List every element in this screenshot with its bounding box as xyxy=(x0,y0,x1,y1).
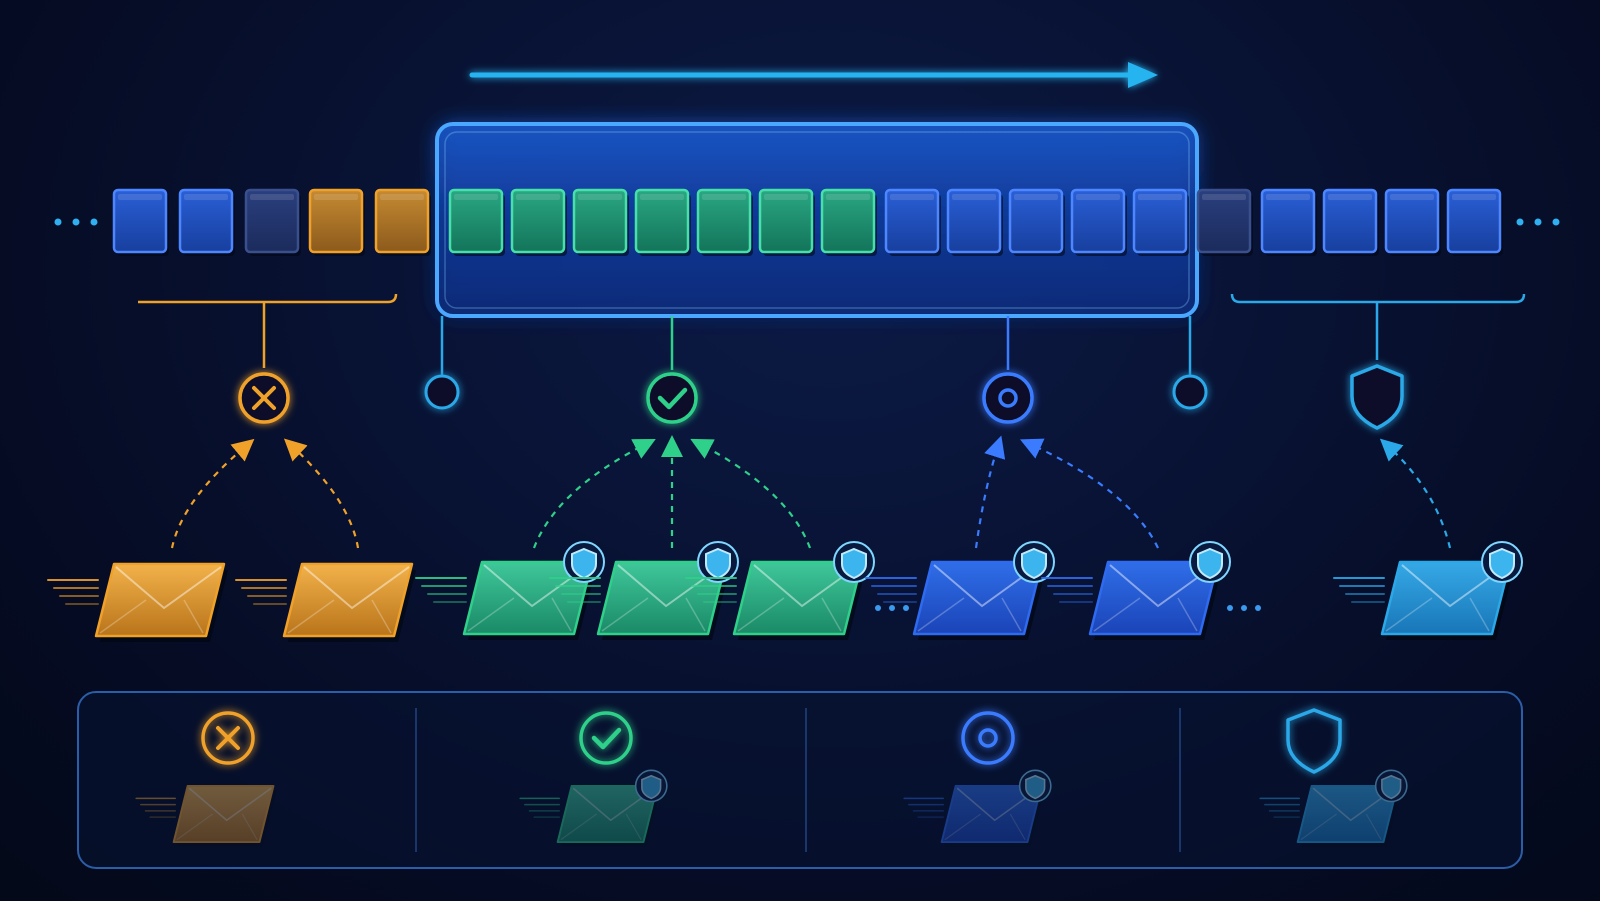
sequence-slot xyxy=(572,188,629,256)
sequence-slot xyxy=(510,188,567,256)
sequence-slot xyxy=(884,188,941,256)
protected-bracket xyxy=(1230,293,1526,360)
sequence-slot xyxy=(178,188,235,256)
shield-badge-icon xyxy=(563,541,605,583)
shielded-envelope-icon xyxy=(1333,541,1523,640)
shield-badge-icon xyxy=(1481,541,1523,583)
marker-protected xyxy=(1350,364,1404,430)
marker-window-edge-left xyxy=(424,374,460,410)
check-icon xyxy=(657,387,688,410)
flow-arrow-rejected-2 xyxy=(283,438,360,549)
sequence-slot xyxy=(244,188,301,256)
flow-arrow-pending-1 xyxy=(974,435,1006,549)
flow-arrow-accepted-3 xyxy=(690,438,812,549)
sequence-slot xyxy=(1446,188,1503,256)
marker-window-edge-right xyxy=(1172,374,1208,410)
flow-arrow-rejected-1 xyxy=(170,438,255,549)
legend-rejected-icon xyxy=(201,711,255,765)
shielded-envelope-icon xyxy=(685,541,875,640)
shield-badge-icon xyxy=(697,541,739,583)
shielded-envelope-icon xyxy=(1041,541,1231,640)
legend-panel xyxy=(77,691,1523,869)
marker-pending xyxy=(982,372,1034,424)
shielded-envelope-icon xyxy=(415,541,605,640)
envelope-icon xyxy=(47,562,228,642)
sequence-slots xyxy=(112,188,1503,256)
rejected-bracket xyxy=(138,293,398,368)
x-icon xyxy=(216,726,240,750)
sequence-slot xyxy=(1008,188,1065,256)
legend-accepted-icon xyxy=(579,711,633,765)
shield-icon xyxy=(1286,708,1342,774)
marker-accepted xyxy=(646,372,698,424)
shield-icon xyxy=(1350,364,1404,430)
sequence-slot xyxy=(1132,188,1189,256)
sequence-ellipsis-right xyxy=(1516,218,1560,226)
sequence-slot xyxy=(374,188,431,256)
window-connectors xyxy=(440,316,1192,376)
message-ellipsis-1 xyxy=(875,605,909,611)
sequence-slot xyxy=(946,188,1003,256)
flow-arrow-pending-2 xyxy=(1020,438,1159,549)
sequence-slot xyxy=(1322,188,1379,256)
flow-arrow-accepted-1 xyxy=(532,438,656,549)
sequence-slot xyxy=(448,188,505,256)
flow-arrow-protected-1 xyxy=(1379,438,1452,549)
sequence-slot xyxy=(1196,188,1253,256)
sequence-slot xyxy=(308,188,365,256)
sequence-slot xyxy=(1384,188,1441,256)
check-icon xyxy=(591,727,622,750)
sequence-slot xyxy=(820,188,877,256)
shielded-envelope-icon xyxy=(865,541,1055,640)
sequence-slot xyxy=(634,188,691,256)
marker-rejected xyxy=(238,372,290,424)
sequence-slot xyxy=(758,188,815,256)
sequence-ellipsis-left xyxy=(54,218,98,226)
sequence-slot xyxy=(1260,188,1317,256)
sequence-slot xyxy=(1070,188,1127,256)
x-icon xyxy=(252,386,276,410)
flow-arrows xyxy=(170,435,1452,549)
direction-arrow xyxy=(469,62,1158,88)
sequence-slot xyxy=(112,188,169,256)
shield-badge-icon xyxy=(833,541,875,583)
shield-badge-icon xyxy=(1013,541,1055,583)
legend-pending-icon xyxy=(961,711,1015,765)
sequence-slot xyxy=(696,188,753,256)
message-ellipsis-2 xyxy=(1227,605,1261,611)
legend-protected-icon xyxy=(1286,708,1342,774)
envelope-icon xyxy=(235,562,416,642)
shield-badge-icon xyxy=(1189,541,1231,583)
